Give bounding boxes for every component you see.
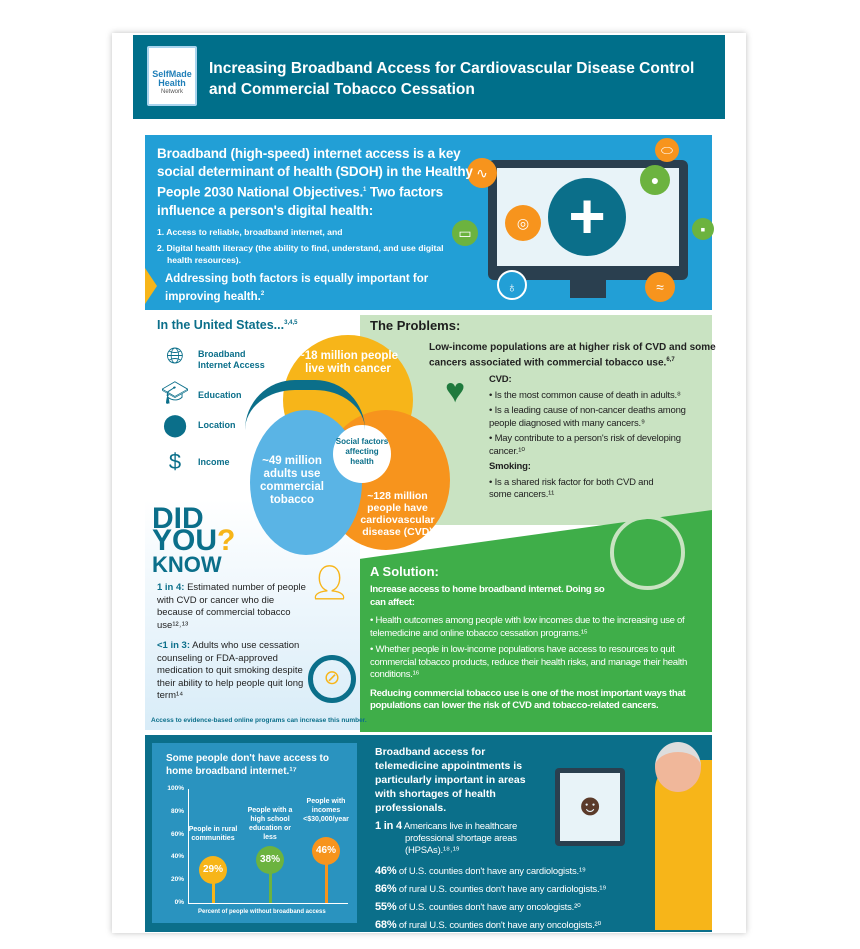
- user-icon: ●: [640, 165, 670, 195]
- telemedicine-lead: Broadband access for telemedicine appoin…: [375, 746, 526, 814]
- smoking-label: Smoking:: [489, 461, 531, 472]
- y-axis: [188, 789, 189, 903]
- intro-item-2: 2. Digital health literacy (the ability …: [157, 242, 444, 265]
- heart-icon: ♥: [445, 372, 466, 410]
- solution-heading: A Solution:: [370, 564, 439, 579]
- solution-item: • Health outcomes among people with low …: [370, 615, 685, 639]
- x-axis: [188, 903, 348, 904]
- bar-stem: [211, 869, 215, 903]
- shortage-stat: 55% of U.S. counties don't have any onco…: [375, 901, 581, 913]
- solution-item: • Whether people in low-income populatio…: [370, 644, 688, 680]
- bar-stem: [324, 850, 328, 903]
- venn-cancer: ~18 million people live with cancer: [297, 350, 398, 375]
- telemedicine-text: Broadband access for telemedicine appoin…: [375, 745, 643, 932]
- globe-icon: ◎: [505, 205, 541, 241]
- y-tick-label: 100%: [167, 785, 184, 792]
- chart-title: Some people don't have access to home br…: [166, 753, 329, 777]
- did-you-know-stats: 1 in 4: Estimated number of people with …: [157, 582, 307, 703]
- bandage-icon: ▭: [452, 220, 478, 246]
- no-smoking-icon: ⊘: [308, 655, 356, 703]
- bar-stem: [268, 859, 272, 903]
- intro-text: Broadband (high-speed) internet access i…: [157, 145, 487, 304]
- cvd-item: • Is a leading cause of non-cancer death…: [489, 405, 686, 429]
- arrow-marker: [145, 268, 157, 304]
- cvd-label: CVD:: [489, 374, 512, 385]
- problems-heading: The Problems:: [370, 318, 461, 333]
- stethoscope-icon: ♁: [497, 270, 527, 300]
- globe-icon: 🌐︎: [166, 343, 184, 368]
- factor-broadband: Broadband Internet Access: [198, 349, 265, 370]
- monitor-stand: [570, 280, 606, 298]
- problems-list: CVD: • Is the most common cause of death…: [489, 374, 714, 502]
- shortage-stat: 68% of rural U.S. counties don't have an…: [375, 919, 602, 931]
- y-tick-label: 0%: [174, 899, 184, 906]
- venn-tobacco: ~49 million adults use commercial tobacc…: [260, 455, 324, 506]
- bar-value: 46%: [312, 836, 340, 865]
- heartbeat-icon: ∿: [467, 158, 497, 188]
- y-tick-label: 20%: [170, 876, 184, 884]
- factor-education: Education: [198, 390, 242, 400]
- shortage-stat: 46% of U.S. counties don't have any card…: [375, 865, 586, 877]
- smoking-item: • Is a shared risk factor for both CVD a…: [489, 476, 654, 501]
- access-note: Access to evidence-based online programs…: [151, 717, 367, 724]
- ambulance-icon: ▪: [692, 218, 714, 240]
- category-label: People with incomes <$30,000/year: [303, 797, 349, 823]
- y-tick-label: 60%: [170, 830, 184, 838]
- globe-icon: [610, 515, 685, 590]
- page-title: Increasing Broadband Access for Cardiova…: [209, 60, 695, 98]
- venn-center-circle: [333, 425, 391, 483]
- shortage-stat: 86% of rural U.S. counties don't have an…: [375, 883, 607, 895]
- intro-footer: Addressing both factors is equally impor…: [165, 272, 429, 303]
- dna-icon: ≈: [645, 272, 675, 302]
- bar-value: 29%: [199, 855, 227, 884]
- y-tick-label: 40%: [170, 853, 184, 861]
- header-banner: [133, 35, 725, 119]
- man-head: [655, 742, 701, 792]
- money-bag-icon: $: [168, 449, 182, 474]
- shortage-stat: 1 in 4 Americans live in healthcare prof…: [375, 820, 518, 856]
- factor-income: Income: [198, 457, 230, 467]
- stat-1-in-3: <1 in 3: Adults who use cessation counse…: [157, 640, 304, 701]
- venn-center: Social factors affecting health: [335, 437, 389, 466]
- people-icon: 👤︎: [308, 564, 352, 602]
- solution-lead: Increase access to home broadband intern…: [370, 584, 605, 608]
- bar-value: 38%: [256, 845, 284, 874]
- cvd-item: • May contribute to a person's risk of d…: [489, 433, 681, 457]
- location-pin-icon: ⬤: [162, 412, 188, 437]
- category-label: People in rural communities: [188, 825, 238, 842]
- chart-panel: [152, 743, 357, 923]
- category-label: People with a high school education or l…: [247, 806, 293, 841]
- problems-lead: Low-income populations are at higher ris…: [429, 342, 716, 369]
- intro-headline: Broadband (high-speed) internet access i…: [157, 146, 473, 218]
- us-heading: In the United States...3,4,5: [157, 318, 298, 332]
- solution-text: A Solution: Increase access to home broa…: [370, 564, 708, 713]
- solution-footer: Reducing commercial tobacco use is one o…: [370, 687, 686, 712]
- tablet-doctor-illustration: ☻: [555, 768, 625, 846]
- graduation-cap-icon: 🎓︎: [161, 380, 189, 405]
- intro-item-1: 1. Access to reliable, broadband interne…: [157, 226, 343, 237]
- pill-icon: ⬭: [655, 138, 679, 162]
- arrow-icon: [245, 380, 365, 430]
- chart-xlabel: Percent of people without broadband acce…: [198, 909, 326, 915]
- y-tick-label: 80%: [170, 807, 184, 815]
- stat-1-in-4: 1 in 4: Estimated number of people with …: [157, 582, 306, 631]
- factor-location: Location: [198, 420, 236, 430]
- cvd-item: • Is the most common cause of death in a…: [489, 389, 681, 401]
- medical-cross-icon: +: [548, 178, 626, 256]
- venn-cvd: ~128 million people have cardiovascular …: [360, 490, 435, 538]
